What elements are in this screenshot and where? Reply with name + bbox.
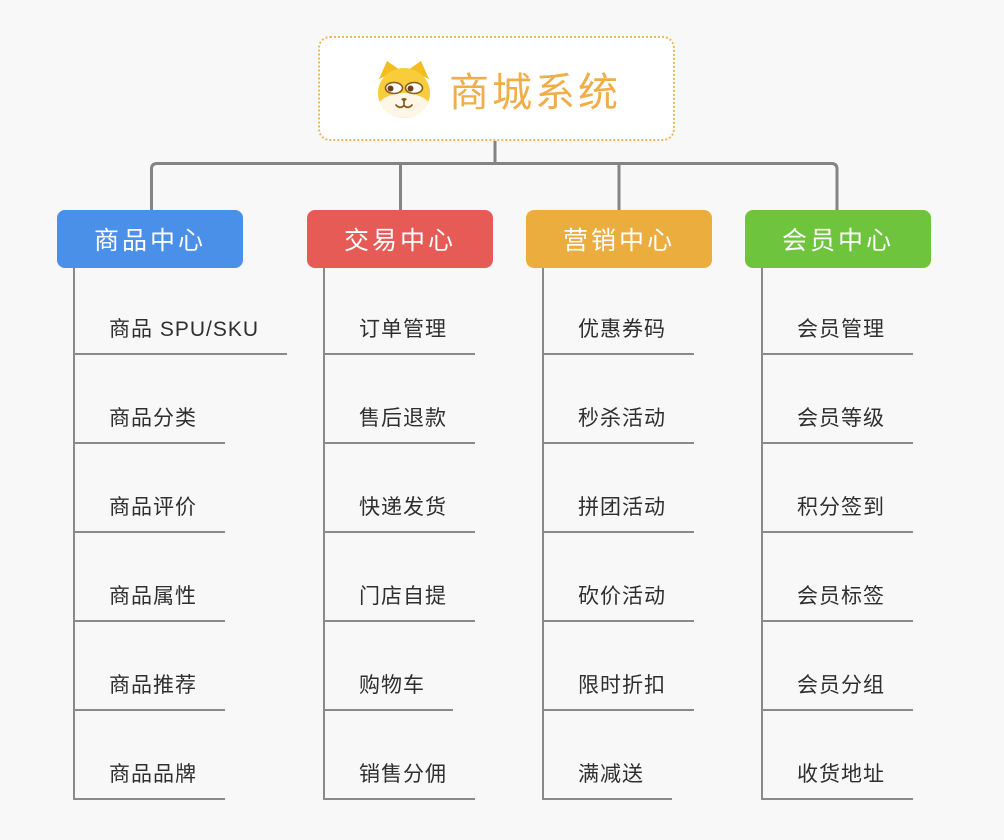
- leaf-node[interactable]: 购物车: [325, 669, 453, 711]
- branch-node-members[interactable]: 会员中心: [745, 210, 931, 268]
- leaf-node[interactable]: 积分签到: [763, 491, 913, 533]
- branch-column-products: 商品中心 商品 SPU/SKU 商品分类 商品评价 商品属性 商品推荐 商品品牌: [57, 210, 307, 800]
- root-node[interactable]: 商城系统: [318, 36, 675, 141]
- dog-face-icon: [372, 59, 436, 119]
- root-title: 商城系统: [449, 70, 621, 115]
- leaf-node[interactable]: 商品属性: [75, 580, 225, 622]
- leaf-node[interactable]: 拼团活动: [544, 491, 694, 533]
- leaf-node[interactable]: 商品 SPU/SKU: [75, 313, 288, 355]
- leaf-list-marketing: 优惠券码 秒杀活动 拼团活动 砍价活动 限时折扣 满减送: [542, 268, 694, 800]
- leaf-node[interactable]: 快递发货: [325, 491, 475, 533]
- branch-label: 交易中心: [343, 227, 456, 255]
- leaf-node[interactable]: 会员管理: [763, 313, 913, 355]
- leaf-node[interactable]: 会员等级: [763, 402, 913, 444]
- leaf-list-members: 会员管理 会员等级 积分签到 会员标签 会员分组 收货地址: [761, 268, 913, 800]
- leaf-node[interactable]: 门店自提: [325, 580, 475, 622]
- branch-column-trade: 交易中心 订单管理 售后退款 快递发货 门店自提 购物车 销售分佣: [307, 210, 557, 800]
- leaf-node[interactable]: 限时折扣: [544, 669, 694, 711]
- leaf-node[interactable]: 收货地址: [763, 758, 913, 800]
- leaf-node[interactable]: 满减送: [544, 758, 672, 800]
- leaf-node[interactable]: 售后退款: [325, 402, 475, 444]
- leaf-node[interactable]: 商品评价: [75, 491, 225, 533]
- branch-label: 商品中心: [93, 227, 206, 255]
- branch-column-marketing: 营销中心 优惠券码 秒杀活动 拼团活动 砍价活动 限时折扣 满减送: [526, 210, 776, 800]
- leaf-node[interactable]: 砍价活动: [544, 580, 694, 622]
- leaf-node[interactable]: 商品推荐: [75, 669, 225, 711]
- branch-node-products[interactable]: 商品中心: [57, 210, 243, 268]
- leaf-node[interactable]: 订单管理: [325, 313, 475, 355]
- leaf-node[interactable]: 秒杀活动: [544, 402, 694, 444]
- branch-node-marketing[interactable]: 营销中心: [526, 210, 712, 268]
- leaf-node[interactable]: 商品品牌: [75, 758, 225, 800]
- leaf-node[interactable]: 销售分佣: [325, 758, 475, 800]
- leaf-node[interactable]: 商品分类: [75, 402, 225, 444]
- leaf-list-trade: 订单管理 售后退款 快递发货 门店自提 购物车 销售分佣: [323, 268, 475, 800]
- branch-label: 会员中心: [781, 227, 894, 255]
- leaf-node[interactable]: 会员分组: [763, 669, 913, 711]
- leaf-node[interactable]: 会员标签: [763, 580, 913, 622]
- leaf-node[interactable]: 优惠券码: [544, 313, 694, 355]
- leaf-list-products: 商品 SPU/SKU 商品分类 商品评价 商品属性 商品推荐 商品品牌: [73, 268, 288, 800]
- branch-node-trade[interactable]: 交易中心: [307, 210, 493, 268]
- branch-column-members: 会员中心 会员管理 会员等级 积分签到 会员标签 会员分组 收货地址: [745, 210, 995, 800]
- branch-label: 营销中心: [562, 227, 675, 255]
